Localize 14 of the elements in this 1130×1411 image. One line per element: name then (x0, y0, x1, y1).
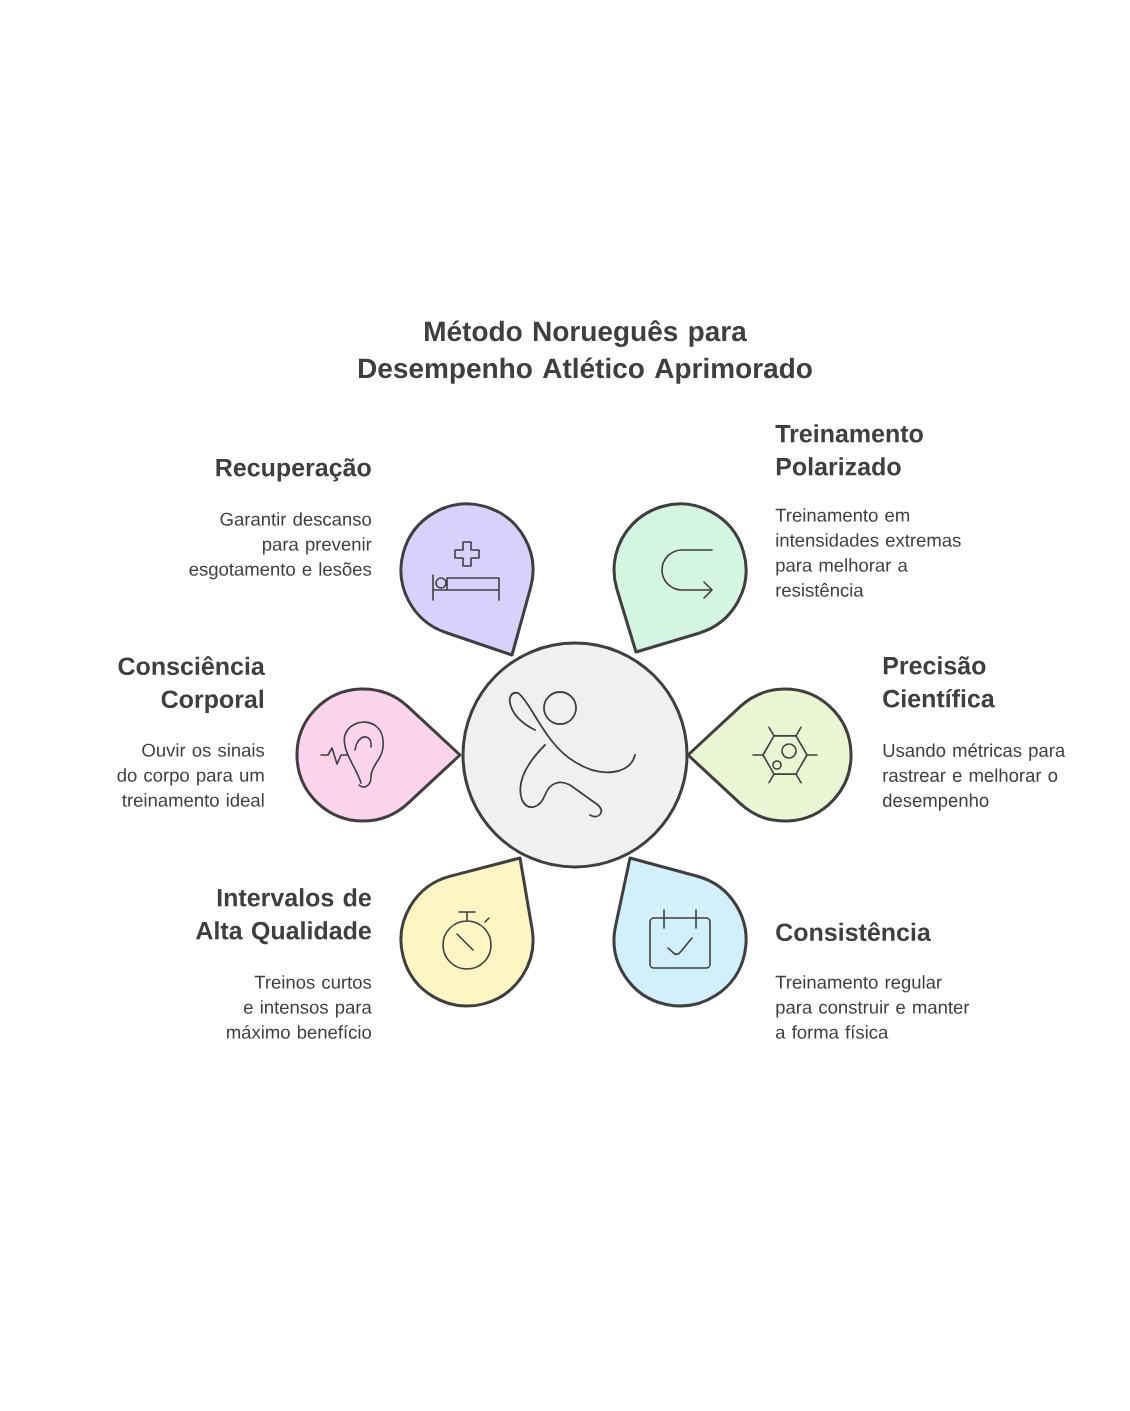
heading: Precisão Científica (883, 656, 995, 708)
description: Treinos curtos e intensos para máximo benefício (227, 975, 372, 1039)
description: Treinamento em intensidades extremas para melhorar a resistência (775, 508, 961, 597)
heading: Consistência (776, 922, 931, 942)
hub-circle (461, 641, 689, 869)
description: Ouvir os sinais do corpo para um treinamento ideal (117, 743, 265, 807)
heading: Intervalos de Alta Qualidade (196, 888, 371, 945)
description: Usando métricas para rastrear e melhorar o desempenho (883, 743, 1066, 811)
heading: Recuperação (216, 458, 371, 482)
description: Garantir descanso para prevenir esgotamento e lesões (189, 512, 372, 580)
heading: Treinamento Polarizado (775, 424, 923, 476)
title: Método Norueguês para Desempenho Atlético Aprimorado (358, 320, 812, 384)
description: Treinamento regular para construir e manter a forma física (775, 975, 970, 1039)
heading: Consciência Corporal (118, 656, 265, 714)
